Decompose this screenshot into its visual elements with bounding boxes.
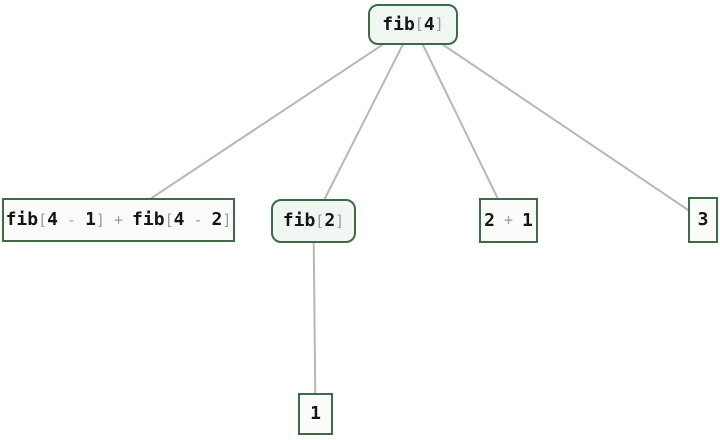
operator-segment: - <box>184 210 212 229</box>
tree-node-fib4-expansion: fib[4 - 1] + fib[4 - 2] <box>2 198 235 242</box>
operator-segment: [ <box>38 210 48 229</box>
symbol-segment: 4 <box>47 209 58 230</box>
symbol-segment: 2 <box>324 210 336 231</box>
operator-segment: [ <box>315 211 325 230</box>
symbol-segment: 1 <box>85 209 96 230</box>
tree-edge-fib4-fib2 <box>312 24 414 222</box>
operator-segment: ] <box>434 15 444 33</box>
symbol-segment: 2 <box>484 209 495 231</box>
operator-segment: ] <box>222 210 232 229</box>
operator-segment: ] <box>95 210 105 229</box>
symbol-segment: 3 <box>697 209 709 230</box>
symbol-segment: fib <box>132 209 165 230</box>
operator-segment: + <box>494 211 523 229</box>
symbol-segment: 4 <box>423 13 435 35</box>
symbol-segment: fib <box>282 210 316 231</box>
symbol-segment: 1 <box>522 209 533 231</box>
tree-node-fib4: fib[4] <box>368 4 458 45</box>
symbol-segment: 1 <box>310 403 321 424</box>
operator-segment: + <box>104 210 133 229</box>
operator-segment: ] <box>335 211 345 230</box>
tree-node-fib2: fib[2] <box>271 199 356 243</box>
tree-edge-fib4-fib4-expansion <box>117 23 414 221</box>
tree-node-one: 1 <box>298 393 333 435</box>
operator-segment: [ <box>414 15 424 33</box>
symbol-segment: fib <box>5 209 39 230</box>
symbol-segment: 2 <box>211 209 223 230</box>
tree-node-three: 3 <box>688 197 718 243</box>
tree-edge-fib4-three <box>412 23 704 221</box>
tree-edge-fib2-one <box>312 220 317 415</box>
operator-segment: - <box>57 210 86 229</box>
symbol-segment: fib <box>382 13 415 35</box>
tree-node-two-plus-one: 2 + 1 <box>479 198 538 243</box>
symbol-segment: 4 <box>173 209 185 230</box>
operator-segment: [ <box>164 210 174 229</box>
tree-edge-fib4-two-plus-one <box>412 24 510 221</box>
